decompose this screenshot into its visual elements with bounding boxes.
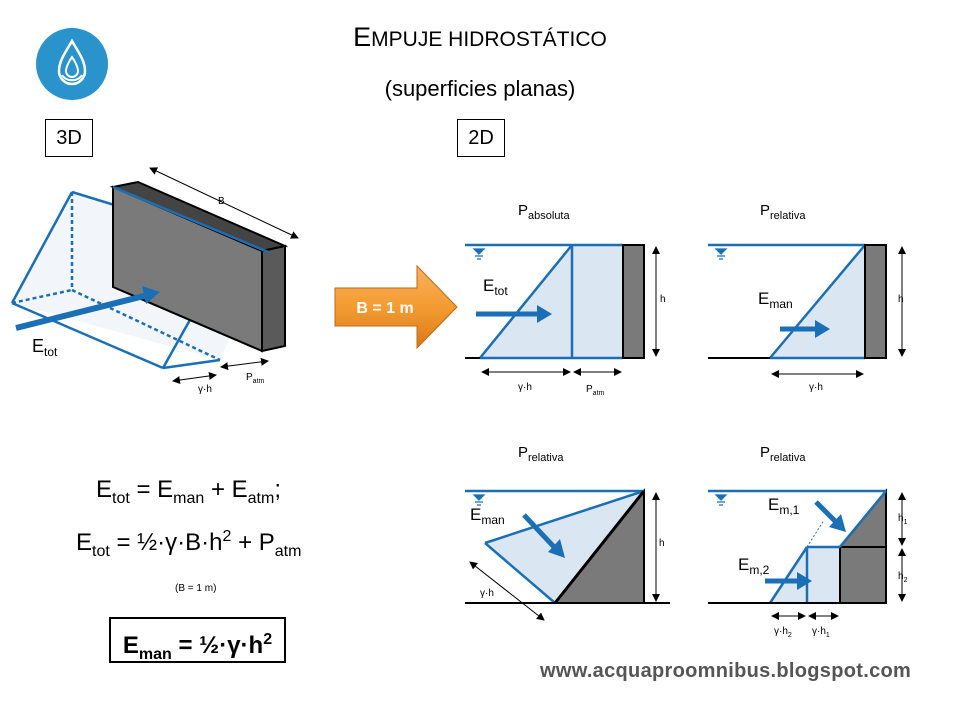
label-patm-3d: Patm (246, 372, 265, 385)
page-title: EMPUJE HIDROSTÁTICO (0, 22, 960, 53)
label-gamma-h1: γ·h1 (812, 626, 830, 639)
force-arrow-etot-3d (142, 286, 160, 304)
force-arrow-em1 (829, 514, 846, 532)
label-gamma-h-panel1: γ·h (518, 382, 532, 393)
water-level-icon (472, 494, 486, 506)
label-etot-3d: Etot (32, 336, 58, 359)
diagram-3d: B Etot γ·h Patm (10, 167, 299, 395)
label-gamma-h2: γ·h2 (774, 626, 792, 639)
equation-eman-boxed: Eman = ½·γ·h2 (109, 617, 286, 663)
label-eman-panel2: Eman (758, 289, 793, 311)
water-level-icon (472, 248, 486, 260)
label-h-panel2: h (898, 294, 904, 305)
panel-relativa-1: Prelativa Eman h γ·h (708, 202, 906, 393)
wall-panel1 (622, 244, 645, 359)
equation-etot-sum: Etot = Eman + Eatm; (96, 476, 281, 507)
label-h1: h1 (898, 513, 908, 526)
lower-wall-step (839, 546, 887, 604)
panel-absoluta: Pabsoluta Etot h γ·h Patm (465, 202, 666, 397)
label-em1: Em,1 (768, 495, 800, 517)
label-gamma-h-panel3: γ·h (480, 588, 494, 599)
panel-relativa-2: Prelativa Eman h γ·h (465, 444, 670, 621)
page-subtitle: (superficies planas) (384, 76, 576, 101)
b-equals-1m-arrow: B = 1 m (334, 264, 458, 350)
wall-panel2 (864, 244, 887, 359)
panel3-title: Prelativa (518, 444, 564, 464)
diagrams-2d: Pabsoluta Etot h γ·h Patm Prelativa Eman… (465, 202, 908, 639)
panel2-title: Prelativa (760, 202, 806, 222)
label-b-3d: B (218, 196, 225, 207)
water-level-icon (714, 248, 728, 260)
label-h-panel3: h (659, 538, 665, 549)
title-rest: MPUJE HIDROSTÁTICO (371, 28, 607, 51)
equation-note: (B = 1 m) (175, 583, 217, 594)
label-em2: Em,2 (738, 555, 770, 577)
label-patm-panel1: Patm (586, 384, 605, 397)
title-initial: E (353, 22, 372, 52)
label-h2: h2 (898, 571, 908, 584)
footer-url[interactable]: www.acquaproomnibus.blogspot.com (540, 660, 912, 682)
panel1-title: Pabsoluta (518, 202, 570, 222)
force-arrow-em2 (797, 572, 812, 590)
label-gamma-h-panel2: γ·h (809, 382, 823, 393)
equation-etot-formula: Etot = ½·γ·B·h2 + Patm (76, 528, 302, 560)
tag-2d: 2D (457, 119, 505, 157)
b-equals-1m-label: B = 1 m (356, 300, 413, 317)
water-level-icon (714, 494, 728, 506)
water-drop-logo-icon (36, 28, 108, 100)
panel-relativa-3: Prelativa Em,1 Em,2 h1 h2 γ·h2 γ·h1 (708, 444, 908, 639)
label-etot-2d: Etot (483, 276, 508, 298)
label-h-panel1: h (660, 294, 666, 305)
force-arrow-eman-panel3 (548, 539, 565, 558)
label-eman-panel3: Eman (470, 505, 505, 527)
force-arrow-eman-panel2 (815, 320, 830, 338)
panel4-title: Prelativa (760, 444, 806, 464)
tag-3d: 3D (45, 119, 93, 157)
label-gamma-h-3d: γ·h (198, 384, 212, 395)
force-arrow-etot-2d (537, 305, 552, 323)
